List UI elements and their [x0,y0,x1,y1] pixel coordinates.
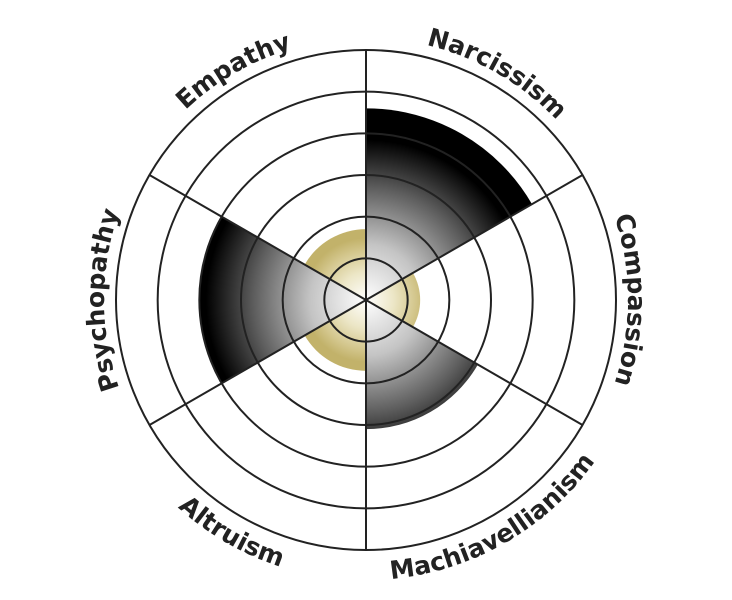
label-machiavellianism: Machiavellianism [388,447,600,585]
grid-spoke [148,299,367,426]
grid-spoke [365,174,584,301]
wedge-compassion [366,272,421,328]
wedge-machiavellianism [366,300,478,430]
grid-spoke [365,299,584,426]
wedge-empathy [304,229,366,300]
label-narcissism: Narcissism [425,23,573,125]
grid-spokes [148,50,584,550]
label-psychopathy: Psychopathy [81,205,125,395]
wedge-altruism [304,300,366,371]
label-empathy: Empathy [170,27,294,115]
grid-spoke [148,174,367,301]
wedge-narcissism [366,108,532,300]
